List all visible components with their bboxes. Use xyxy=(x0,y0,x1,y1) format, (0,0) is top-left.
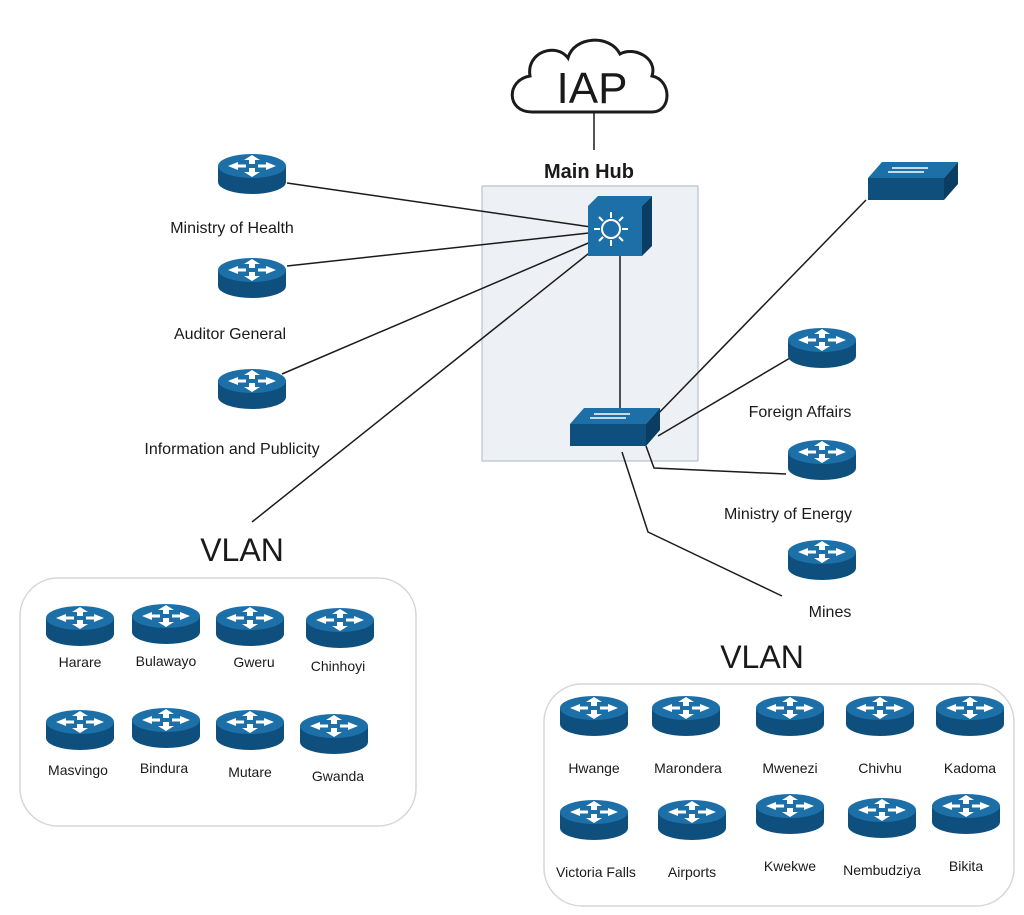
router-label-auditor-general: Auditor General xyxy=(174,326,286,343)
vlan-node-label: Victoria Falls xyxy=(556,864,636,880)
vlan-node-label: Chinhoyi xyxy=(311,658,365,674)
cloud-icon xyxy=(510,38,669,114)
link-switch-top-switch xyxy=(651,199,867,421)
router-icon xyxy=(218,369,286,409)
router-icon xyxy=(218,258,286,298)
hub-switch-icon xyxy=(569,407,661,447)
vlan-right-title: VLAN xyxy=(720,639,804,675)
vlan-node-label: Gweru xyxy=(233,654,274,670)
router-icon xyxy=(932,794,1000,834)
vlan-node-label: Marondera xyxy=(654,760,722,776)
link-health-hub xyxy=(286,182,599,229)
link-vlan-left-hub xyxy=(251,245,599,523)
main-hub-title: Main Hub xyxy=(544,161,634,183)
vlan-node-label: Bindura xyxy=(140,760,188,776)
link-info-hub xyxy=(281,237,601,375)
router-icon xyxy=(300,714,368,754)
router-icon xyxy=(306,608,374,648)
router-icon xyxy=(658,800,726,840)
cloud-label: IAP xyxy=(557,64,628,113)
vlan-node-label: Nembudziya xyxy=(843,862,921,878)
link-switch-foreign xyxy=(657,357,791,437)
router-label-foreign-affairs: Foreign Affairs xyxy=(749,404,852,421)
vlan-node-label: Kadoma xyxy=(944,760,996,776)
connections xyxy=(251,110,867,597)
router-icon xyxy=(46,710,114,750)
vlan-node-label: Chivhu xyxy=(858,760,902,776)
router-label-ministry-of-energy: Ministry of Energy xyxy=(724,506,852,523)
vlan-node-label: Kwekwe xyxy=(764,858,816,874)
router-icon xyxy=(756,696,824,736)
vlan-node-label: Bikita xyxy=(949,858,983,874)
vlan-node-label: Airports xyxy=(668,864,716,880)
link-switch-energy xyxy=(645,445,787,475)
link-auditor-hub xyxy=(286,231,599,267)
router-label-information-and-publicity: Information and Publicity xyxy=(144,441,319,458)
router-icon xyxy=(788,440,856,480)
router-icon xyxy=(216,710,284,750)
remote-switch-icon xyxy=(867,161,959,201)
router-label-ministry-of-health: Ministry of Health xyxy=(170,220,294,237)
vlan-node-label: Harare xyxy=(59,654,102,670)
router-icon xyxy=(46,606,114,646)
vlan-node-label: Mwenezi xyxy=(762,760,817,776)
router-icon xyxy=(216,606,284,646)
router-icon xyxy=(848,798,916,838)
vlan-left-title: VLAN xyxy=(200,532,284,568)
router-icon xyxy=(788,540,856,580)
router-icon xyxy=(756,794,824,834)
router-icon xyxy=(132,708,200,748)
multilayer-switch-icon xyxy=(588,196,652,256)
vlan-node-label: Mutare xyxy=(228,764,272,780)
router-icon xyxy=(132,604,200,644)
router-icon xyxy=(846,696,914,736)
router-icon xyxy=(218,154,286,194)
vlan-node-label: Hwange xyxy=(568,760,620,776)
router-icon xyxy=(560,800,628,840)
router-icon xyxy=(936,696,1004,736)
router-label-mines: Mines xyxy=(809,604,852,621)
router-icon xyxy=(788,328,856,368)
link-switch-mines xyxy=(621,451,783,597)
router-icon xyxy=(560,696,628,736)
vlan-node-label: Bulawayo xyxy=(136,653,197,669)
vlan-node-label: Masvingo xyxy=(48,762,108,778)
vlan-node-label: Gwanda xyxy=(312,768,364,784)
router-icon xyxy=(652,696,720,736)
